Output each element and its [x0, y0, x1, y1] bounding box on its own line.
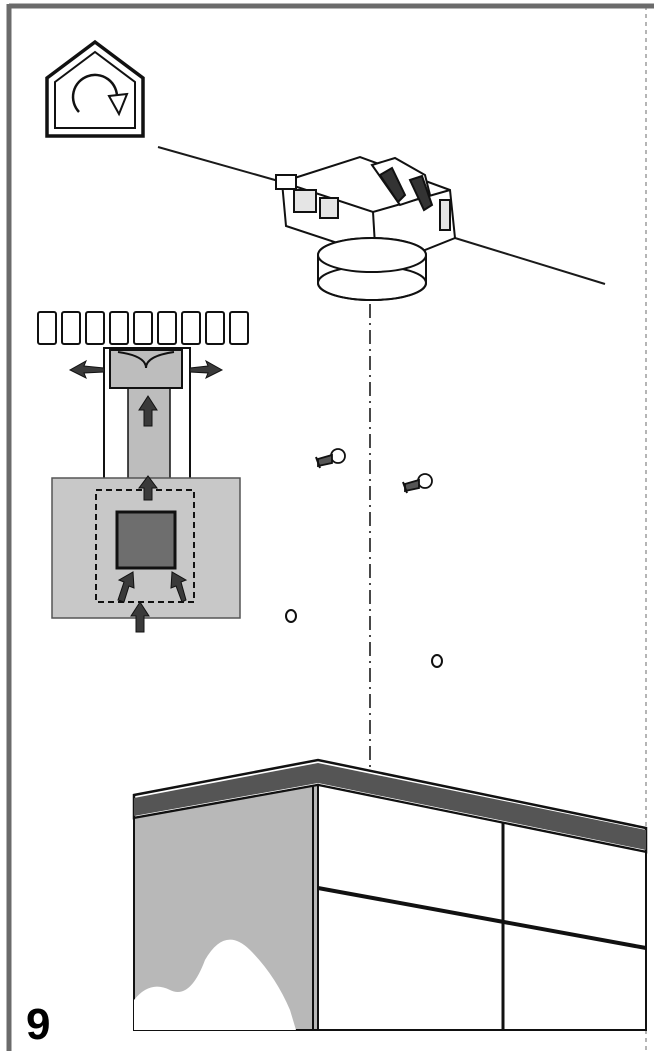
arrow-outflow-left	[68, 359, 105, 380]
arrow-duct-up	[138, 395, 158, 427]
step-number: 9	[26, 1000, 51, 1049]
arrow-intake-right	[170, 571, 188, 603]
ceiling-grille	[37, 311, 249, 345]
screw-icon	[315, 448, 346, 469]
arrow-outflow-right	[189, 359, 224, 380]
kitchen-cabinet	[132, 758, 648, 1031]
house-recirculation-icon	[45, 39, 145, 138]
page-frame	[6, 3, 654, 1051]
arrow-intake-left	[117, 571, 135, 603]
arrow-motor-up	[138, 475, 158, 501]
ceiling-line	[157, 146, 606, 285]
screw-icon	[402, 473, 433, 494]
wall-plug-icon	[285, 609, 443, 668]
airflow-arrows	[68, 359, 224, 633]
motor-unit	[275, 155, 457, 301]
arrow-intake-bottom	[130, 601, 150, 633]
